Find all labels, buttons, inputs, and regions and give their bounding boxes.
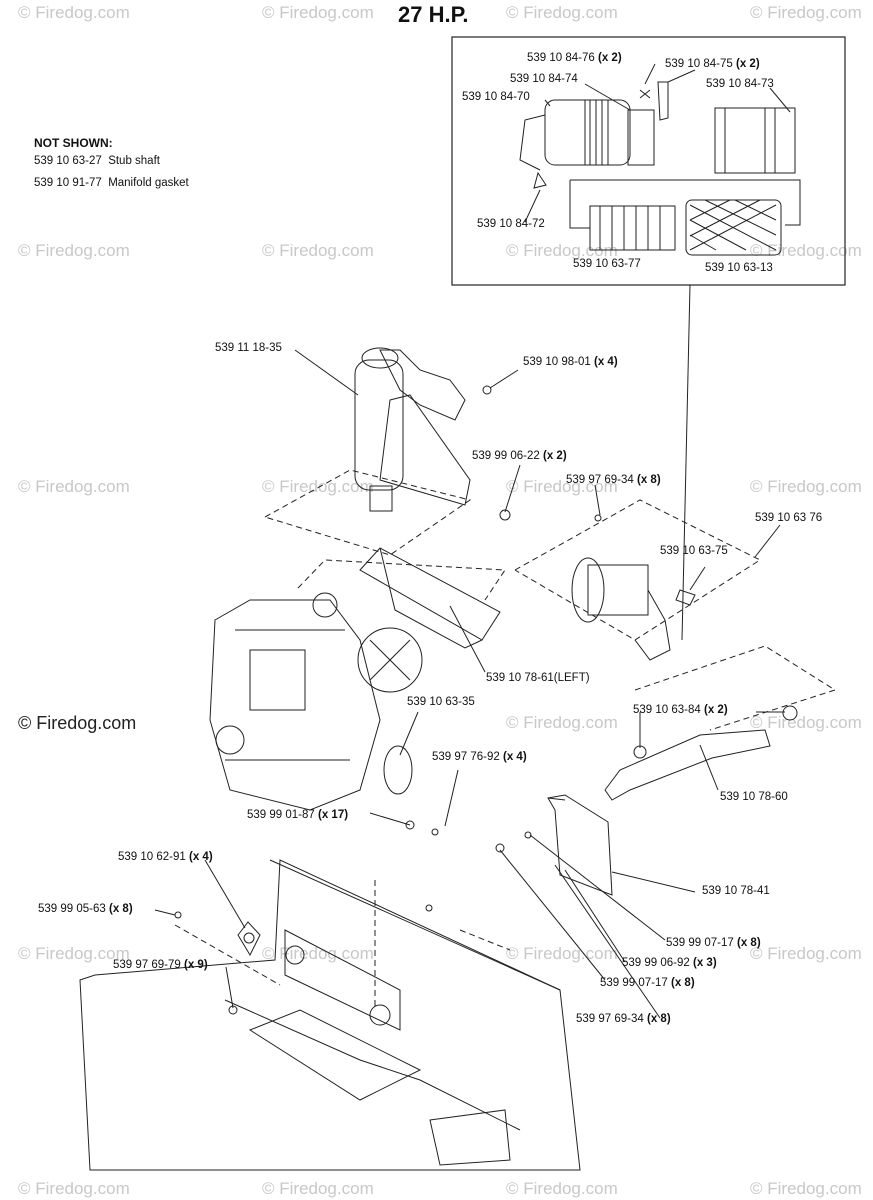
watermark: © Firedog.com bbox=[262, 944, 374, 963]
callout-label[interactable]: 539 10 84-72 bbox=[477, 218, 545, 230]
not-shown-heading: NOT SHOWN: bbox=[34, 136, 113, 150]
part-description: Manifold gasket bbox=[108, 177, 189, 189]
callout-label[interactable]: 539 10 84-75 (x 2) bbox=[665, 58, 760, 70]
callout-label[interactable]: 539 99 01-87 (x 17) bbox=[247, 809, 349, 821]
callout-label[interactable]: 539 97 69-79 (x 9) bbox=[113, 959, 208, 971]
watermark: © Firedog.com bbox=[18, 713, 137, 733]
tractor-frame bbox=[79, 859, 581, 1171]
callout-label[interactable]: 539 10 98-01 (x 4) bbox=[523, 356, 618, 368]
watermark: © Firedog.com bbox=[262, 241, 374, 260]
callout-label[interactable]: 539 99 07-17 (x 8) bbox=[600, 977, 695, 989]
watermark: © Firedog.com bbox=[18, 241, 130, 260]
safety-filter-exploded bbox=[714, 107, 796, 174]
callout-label[interactable]: 539 10 84-74 bbox=[510, 73, 578, 85]
outer-filter bbox=[685, 199, 782, 256]
callout-label[interactable]: 539 10 84-70 bbox=[462, 91, 530, 103]
vacuator-valve bbox=[533, 171, 547, 189]
callout-label[interactable]: 539 97 69-34 (x 8) bbox=[566, 474, 661, 486]
callout-label[interactable]: 539 10 63-77 bbox=[573, 258, 641, 270]
watermark: © Firedog.com bbox=[262, 1179, 374, 1198]
watermark: © Firedog.com bbox=[18, 944, 130, 963]
watermark: © Firedog.com bbox=[750, 3, 862, 22]
callout-label[interactable]: 539 10 63-13 bbox=[705, 262, 773, 274]
assembly-leader-lines bbox=[174, 469, 837, 1010]
watermark: © Firedog.com bbox=[262, 3, 374, 22]
inset-frame bbox=[451, 36, 846, 286]
part-number: 539 10 91-77 bbox=[34, 177, 102, 189]
watermark: © Firedog.com bbox=[18, 477, 130, 496]
engine-block bbox=[209, 592, 423, 811]
callout-label[interactable]: 539 10 63-84 (x 2) bbox=[633, 704, 728, 716]
part-number: 539 10 63-27 bbox=[34, 155, 102, 167]
exhaust-flange bbox=[237, 921, 261, 957]
part-description: Stub shaft bbox=[108, 155, 160, 167]
watermark: © Firedog.com bbox=[18, 1179, 130, 1198]
fasteners bbox=[174, 385, 602, 1015]
watermark: © Firedog.com bbox=[750, 944, 862, 963]
not-shown-item: 539 10 91-77 Manifold gasket bbox=[34, 177, 189, 190]
callout-label[interactable]: 539 10 62-91 (x 4) bbox=[118, 851, 213, 863]
page-title: 27 H.P. bbox=[398, 2, 469, 27]
not-shown-item: 539 10 63-27 Stub shaft bbox=[34, 155, 160, 168]
callout-label[interactable]: 539 99 06-92 (x 3) bbox=[622, 957, 717, 969]
callout-leaders bbox=[154, 63, 791, 1019]
watermark: © Firedog.com bbox=[506, 477, 618, 496]
callout-label[interactable]: 539 10 63-35 bbox=[407, 696, 475, 708]
callout-label[interactable]: 539 99 06-22 (x 2) bbox=[472, 450, 567, 462]
watermark: © Firedog.com bbox=[18, 3, 130, 22]
callout-label[interactable]: 539 97 76-92 (x 4) bbox=[432, 751, 527, 763]
callout-label[interactable]: 539 10 84-73 bbox=[706, 78, 774, 90]
callout-label[interactable]: 539 10 63-75 bbox=[660, 545, 728, 557]
air-cleaner-assembly bbox=[571, 557, 696, 661]
callout-label[interactable]: 539 97 69-34 (x 8) bbox=[576, 1013, 671, 1025]
callout-label[interactable]: 539 10 84-76 (x 2) bbox=[527, 52, 622, 64]
watermark: © Firedog.com bbox=[506, 944, 618, 963]
watermark: © Firedog.com bbox=[750, 713, 862, 732]
watermark: © Firedog.com bbox=[506, 1179, 618, 1198]
muffler bbox=[354, 347, 471, 512]
watermark: © Firedog.com bbox=[506, 3, 618, 22]
muffler-bracket bbox=[359, 547, 501, 649]
right-bracket bbox=[547, 794, 613, 896]
inner-filter bbox=[589, 205, 676, 251]
callout-label[interactable]: 539 10 78-60 bbox=[720, 791, 788, 803]
callout-label[interactable]: 539 11 18-35 bbox=[215, 342, 282, 354]
watermark: © Firedog.com bbox=[750, 477, 862, 496]
watermark: © Firedog.com bbox=[506, 713, 618, 732]
callout-label[interactable]: 539 10 78-41 bbox=[702, 885, 770, 897]
callout-label[interactable]: 539 99 05-63 (x 8) bbox=[38, 903, 133, 915]
callout-label[interactable]: 539 10 78-61(LEFT) bbox=[486, 672, 590, 684]
callout-label[interactable]: 539 99 07-17 (x 8) bbox=[666, 937, 761, 949]
watermark: © Firedog.com bbox=[262, 477, 374, 496]
watermark: © Firedog.com bbox=[750, 1179, 862, 1198]
air-cleaner-housing bbox=[519, 81, 669, 171]
callout-label[interactable]: 539 10 63 76 bbox=[755, 512, 823, 524]
intake-hose bbox=[604, 705, 798, 801]
